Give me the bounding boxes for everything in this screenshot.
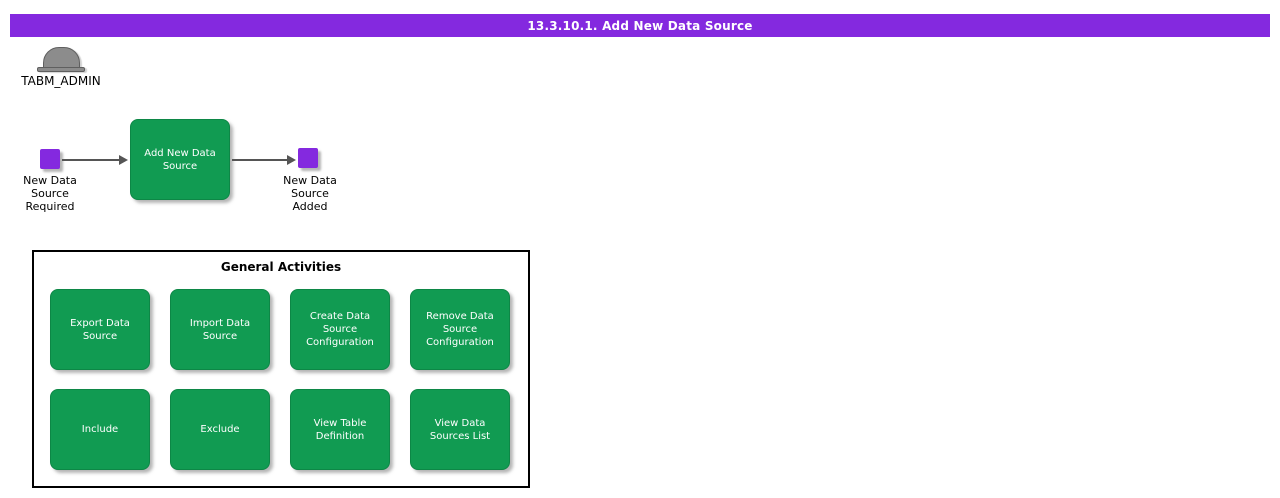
add-new-data-source-task-button[interactable]: Add New Data Source xyxy=(130,119,230,200)
activity-button-import-data-source[interactable]: Import Data Source xyxy=(170,289,270,370)
flow-arrow-task-to-end xyxy=(232,159,288,161)
end-event-marker xyxy=(298,148,318,168)
flow-arrowhead-icon xyxy=(287,155,296,165)
activity-button-view-table-definition[interactable]: View Table Definition xyxy=(290,389,390,470)
activity-button-view-data-sources-list[interactable]: View Data Sources List xyxy=(410,389,510,470)
bowler-hat-icon xyxy=(43,47,80,68)
actor-name-label: TABM_ADMIN xyxy=(21,74,101,88)
bowler-hat-icon-brim xyxy=(37,67,85,72)
activity-button-include[interactable]: Include xyxy=(50,389,150,470)
page-title: 13.3.10.1. Add New Data Source xyxy=(10,14,1270,37)
general-activities-panel: General Activities Export Data Source Im… xyxy=(32,250,530,488)
start-event-label: New Data Source Required xyxy=(23,174,77,213)
start-event-marker xyxy=(40,149,60,169)
activity-button-create-data-source-configuration[interactable]: Create Data Source Configuration xyxy=(290,289,390,370)
general-activities-title: General Activities xyxy=(220,260,342,274)
end-event-label: New Data Source Added xyxy=(283,174,337,213)
flow-arrow-start-to-task xyxy=(62,159,120,161)
flow-arrowhead-icon xyxy=(119,155,128,165)
activity-button-remove-data-source-configuration[interactable]: Remove Data Source Configuration xyxy=(410,289,510,370)
activity-button-exclude[interactable]: Exclude xyxy=(170,389,270,470)
activity-button-export-data-source[interactable]: Export Data Source xyxy=(50,289,150,370)
